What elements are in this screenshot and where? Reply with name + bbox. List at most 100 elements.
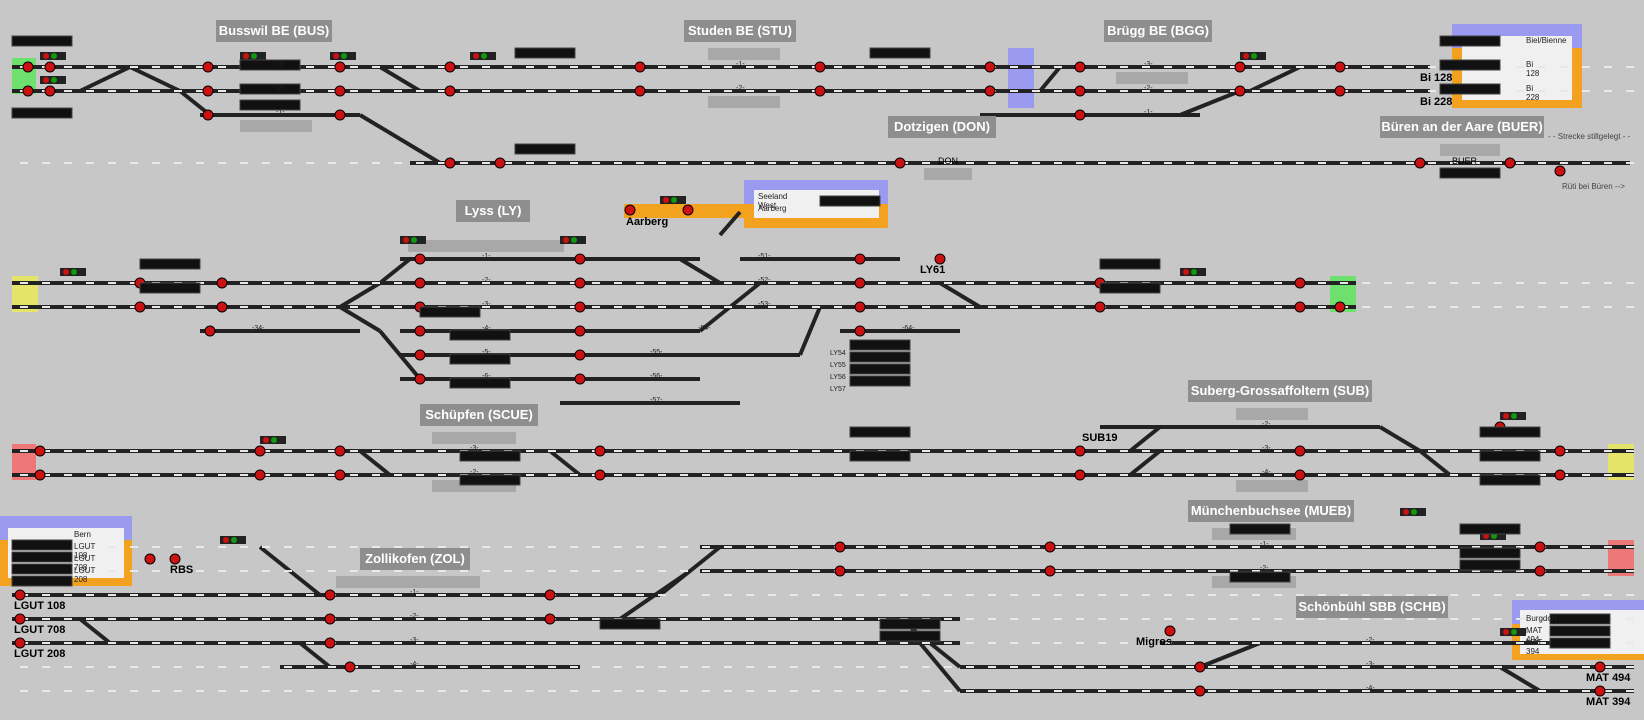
signal-light[interactable] (202, 85, 214, 97)
signal-light[interactable] (1164, 625, 1176, 637)
signal-light[interactable] (1294, 445, 1306, 457)
label-rbs[interactable]: RBS (170, 564, 194, 576)
signal-light-green[interactable] (1411, 509, 1417, 515)
signal-light[interactable] (1074, 109, 1086, 121)
signal-light[interactable] (22, 85, 34, 97)
route-block[interactable] (139, 258, 201, 270)
signal-light[interactable] (414, 253, 426, 265)
route-block[interactable] (11, 563, 73, 575)
signal-light[interactable] (814, 85, 826, 97)
signal-light[interactable] (1504, 157, 1516, 169)
signal-light[interactable] (334, 469, 346, 481)
signal-light-red[interactable] (63, 269, 69, 275)
signal-light[interactable] (1554, 469, 1566, 481)
route-block[interactable] (1479, 474, 1541, 486)
signal-light[interactable] (324, 637, 336, 649)
panel-biel-row-2[interactable]: Bi 228 (1526, 84, 1540, 102)
signal-light[interactable] (1074, 85, 1086, 97)
signal-light[interactable] (254, 445, 266, 457)
route-block[interactable] (1479, 450, 1541, 462)
signal-light[interactable] (1334, 85, 1346, 97)
signal-light-green[interactable] (271, 437, 277, 443)
label-bi128[interactable]: Bi 128 (1420, 72, 1453, 84)
signal-light[interactable] (984, 61, 996, 73)
signal-light[interactable] (202, 61, 214, 73)
signal-light-red[interactable] (473, 53, 479, 59)
signal-light-green[interactable] (251, 53, 257, 59)
signal-light[interactable] (202, 109, 214, 121)
signal-light[interactable] (634, 61, 646, 73)
signal-light[interactable] (324, 613, 336, 625)
station-header-mueb[interactable]: Münchenbuchsee (MUEB) (1188, 500, 1354, 522)
signal-light[interactable] (624, 204, 636, 216)
signal-light[interactable] (1294, 277, 1306, 289)
signal-light[interactable] (1044, 541, 1056, 553)
signal-light-green[interactable] (71, 269, 77, 275)
signal-light[interactable] (1074, 61, 1086, 73)
route-block[interactable] (1229, 571, 1291, 583)
signal-light[interactable] (444, 61, 456, 73)
signal-light-red[interactable] (1183, 269, 1189, 275)
signal-light[interactable] (169, 553, 181, 565)
station-header-sub[interactable]: Suberg-Grossaffoltern (SUB) (1188, 380, 1372, 402)
signal-light-green[interactable] (1511, 629, 1517, 635)
route-block[interactable] (514, 47, 576, 59)
panel-bern-row-2[interactable]: LGUT 108 (74, 542, 96, 560)
route-block[interactable] (239, 59, 301, 71)
signal-light[interactable] (894, 157, 906, 169)
panel-burgdorf-row-3[interactable]: MAT 394 (1526, 638, 1543, 656)
signal-light[interactable] (334, 109, 346, 121)
signal-light[interactable] (216, 277, 228, 289)
panel-burgdorf-row-1[interactable]: Burgdorf (1526, 614, 1557, 623)
signal-light[interactable] (984, 85, 996, 97)
signal-light-green[interactable] (341, 53, 347, 59)
signal-light-green[interactable] (231, 537, 237, 543)
signal-light-red[interactable] (263, 437, 269, 443)
route-block[interactable] (1439, 59, 1501, 71)
signal-light[interactable] (334, 445, 346, 457)
signal-light[interactable] (934, 253, 946, 265)
signal-light[interactable] (854, 301, 866, 313)
route-block[interactable] (879, 630, 941, 642)
signal-light[interactable] (1074, 445, 1086, 457)
route-block[interactable] (459, 450, 521, 462)
route-block[interactable] (1099, 258, 1161, 270)
signal-light[interactable] (144, 553, 156, 565)
signal-light[interactable] (1534, 541, 1546, 553)
signal-light[interactable] (544, 613, 556, 625)
signal-light[interactable] (1234, 61, 1246, 73)
label-lgut108[interactable]: LGUT 108 (14, 600, 66, 612)
label-lgut208[interactable]: LGUT 208 (14, 648, 66, 660)
signal-light-green[interactable] (481, 53, 487, 59)
station-header-stu[interactable]: Studen BE (STU) (684, 20, 796, 42)
signal-light-red[interactable] (43, 53, 49, 59)
panel-bern-row-3[interactable]: LGUT 708 (74, 554, 96, 572)
route-block[interactable] (11, 107, 73, 119)
route-block[interactable] (1479, 426, 1541, 438)
label-ly61[interactable]: LY61 (920, 264, 946, 276)
signal-light-red[interactable] (1403, 509, 1409, 515)
signal-light[interactable] (1194, 661, 1206, 673)
signal-light[interactable] (14, 613, 26, 625)
signal-light[interactable] (444, 157, 456, 169)
route-block[interactable] (1459, 523, 1521, 535)
panel-bern-row-1[interactable]: Bern (74, 530, 91, 539)
signal-light[interactable] (574, 373, 586, 385)
signal-light-red[interactable] (43, 77, 49, 83)
station-header-bgg[interactable]: Brügg BE (BGG) (1104, 20, 1212, 42)
route-block[interactable] (1439, 35, 1501, 47)
route-block[interactable] (1459, 559, 1521, 571)
signal-light-green[interactable] (1251, 53, 1257, 59)
station-header-don[interactable]: Dotzigen (DON) (888, 116, 996, 138)
signal-light[interactable] (14, 637, 26, 649)
panel-seeland-row-1[interactable]: Seeland West (758, 192, 788, 210)
route-block[interactable] (1229, 523, 1291, 535)
signal-light-red[interactable] (243, 53, 249, 59)
signal-light[interactable] (854, 277, 866, 289)
panel-bern-row-4[interactable]: LGUT 208 (74, 566, 96, 584)
signal-light[interactable] (44, 85, 56, 97)
route-block[interactable] (239, 83, 301, 95)
signal-light[interactable] (334, 85, 346, 97)
signal-light-green[interactable] (571, 237, 577, 243)
signal-light[interactable] (414, 373, 426, 385)
